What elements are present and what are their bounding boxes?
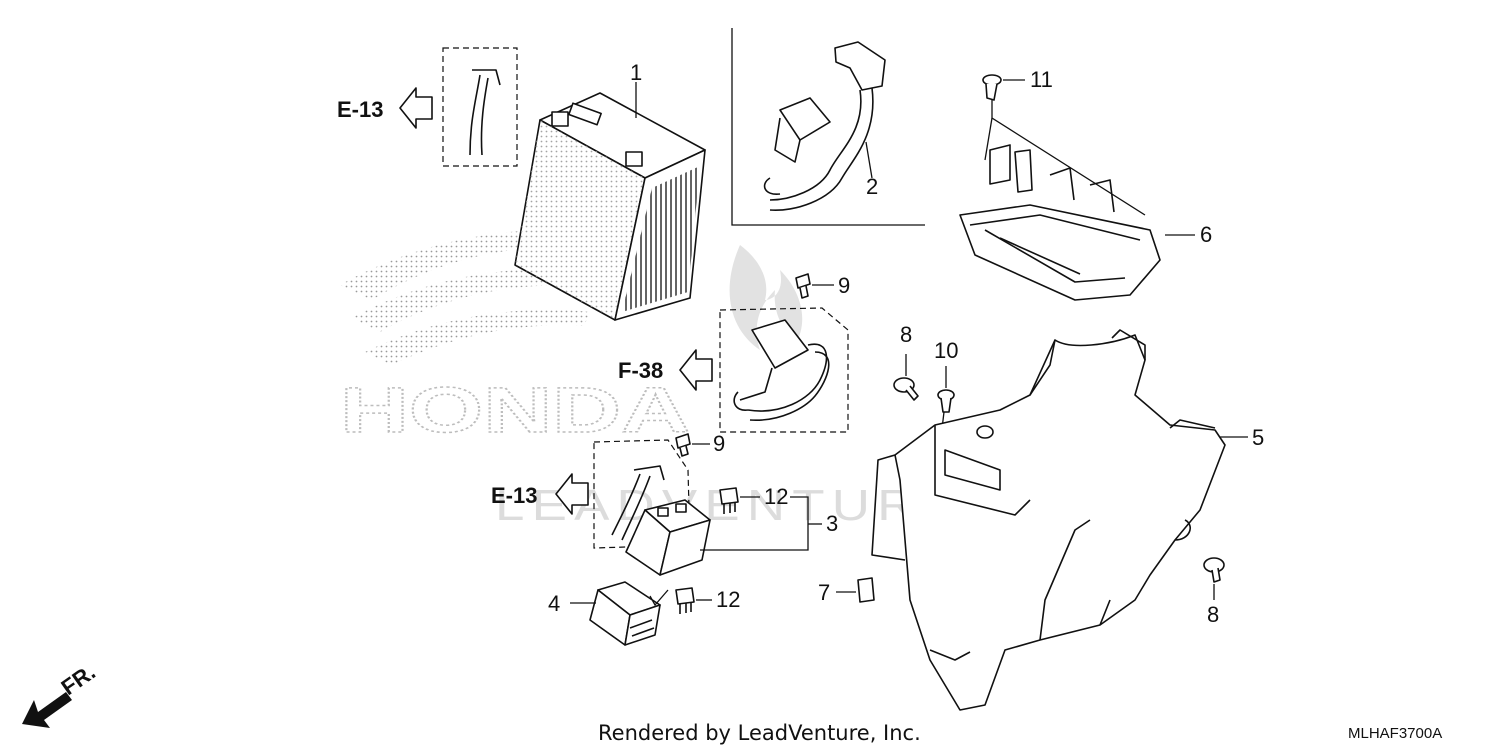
arrow-left-icon-e13-top — [399, 87, 433, 129]
screw-11 — [982, 74, 1002, 101]
honda-watermark: HONDA — [339, 230, 691, 447]
fuse-12-top — [719, 487, 739, 514]
callout-4: 4 — [548, 591, 560, 616]
fuse-box — [589, 581, 661, 646]
callout-3: 3 — [826, 511, 838, 536]
battery-cable-bottom — [611, 465, 665, 541]
ref-e13-top: E-13 — [337, 97, 383, 122]
starter-relay — [625, 499, 711, 576]
bolt-8-left — [893, 377, 919, 401]
battery-under-cover — [871, 329, 1226, 711]
callout-10: 10 — [934, 338, 958, 363]
front-direction-arrow-icon — [22, 692, 72, 728]
clip-7 — [857, 577, 875, 603]
honda-watermark-text: HONDA — [340, 374, 690, 446]
battery-tray — [959, 144, 1161, 301]
cable-reference-box-top — [442, 47, 518, 167]
footer-credit: Rendered by LeadVenture, Inc. — [598, 721, 921, 745]
bolt-9-top — [795, 273, 811, 299]
bolt-8-right — [1203, 557, 1225, 583]
bolt-9-lower — [675, 433, 691, 457]
screw-10 — [937, 389, 955, 413]
ref-e13-bottom: E-13 — [491, 483, 537, 508]
callout-6: 6 — [1200, 222, 1212, 247]
part-2-frame — [731, 28, 925, 226]
callout-9-lower: 9 — [713, 431, 725, 456]
battery-cable-2 — [763, 41, 886, 211]
diagram-code: MLHAF3700A — [1348, 725, 1442, 742]
callout-2: 2 — [866, 174, 878, 199]
callout-1: 1 — [630, 60, 642, 85]
arrow-left-icon-e13-bottom — [555, 473, 589, 515]
callout-5: 5 — [1252, 425, 1264, 450]
battery-cable-top — [469, 69, 501, 156]
cable-reference-box-bottom — [593, 439, 691, 549]
callout-8-left: 8 — [900, 322, 912, 347]
battery-cable-middle — [733, 319, 830, 421]
fuse-12-bottom — [675, 587, 695, 614]
arrow-left-icon-f38 — [679, 349, 713, 391]
battery — [514, 92, 706, 321]
direction-label: FR. — [57, 659, 100, 700]
callout-11: 11 — [1030, 67, 1053, 92]
callout-7: 7 — [818, 580, 830, 605]
callout-9-top: 9 — [838, 273, 850, 298]
cable-reference-box-middle — [719, 307, 849, 433]
callout-12-bottom: 12 — [716, 587, 740, 612]
ref-f38: F-38 — [618, 358, 663, 383]
callout-12-top: 12 — [764, 484, 788, 509]
callout-8-right: 8 — [1207, 602, 1219, 627]
